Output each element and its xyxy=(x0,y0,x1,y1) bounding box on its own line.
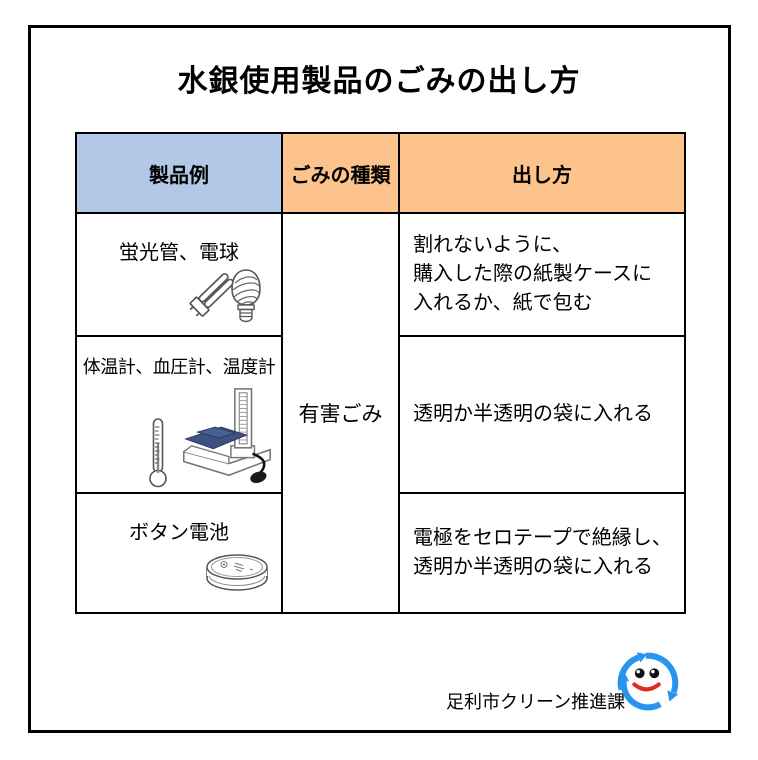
thermometer-icon xyxy=(149,418,167,488)
footer-department: 足利市クリーン推進課 xyxy=(446,692,626,712)
page-title: 水銀使用製品のごみの出し方 xyxy=(177,65,581,98)
method-cell-lamps: 割れないように、 購入した際の紙製ケースに 入れるか、紙で包む xyxy=(398,212,686,337)
table-row-battery: ボタン電池 xyxy=(75,492,686,614)
fluorescent-tube-icon xyxy=(189,273,235,317)
product-label: 蛍光管、電球 xyxy=(119,242,239,264)
column-header-method: 出し方 xyxy=(398,132,686,214)
table-header-row: 製品例 ごみの種類 出し方 xyxy=(75,132,686,214)
recycle-mascot-logo xyxy=(617,652,679,711)
button-battery-icon xyxy=(206,554,268,591)
product-cell-thermometers: 体温計、血圧計、温度計 xyxy=(75,335,283,494)
product-label: 体温計、血圧計、温度計 xyxy=(82,357,276,377)
blood-pressure-monitor-icon xyxy=(182,388,271,483)
product-cell-lamps: 蛍光管、電球 xyxy=(75,212,283,337)
column-header-product: 製品例 xyxy=(75,132,283,214)
cfl-bulb-icon xyxy=(231,269,261,323)
column-header-waste-type: ごみの種類 xyxy=(281,132,400,214)
product-cell-battery: ボタン電池 xyxy=(75,492,283,614)
disposal-table: 製品例 ごみの種類 出し方 蛍光管、電球 xyxy=(75,132,686,614)
product-label: ボタン電池 xyxy=(129,522,229,544)
table-row-lamps: 蛍光管、電球 xyxy=(75,212,686,614)
method-cell-battery: 電極をセロテープで絶縁し、 透明か半透明の袋に入れる xyxy=(398,492,686,614)
waste-type-cell: 有害ごみ xyxy=(281,212,400,614)
table-row-thermometers: 体温計、血圧計、温度計 xyxy=(75,335,686,494)
method-cell-thermometers: 透明か半透明の袋に入れる xyxy=(398,335,686,494)
